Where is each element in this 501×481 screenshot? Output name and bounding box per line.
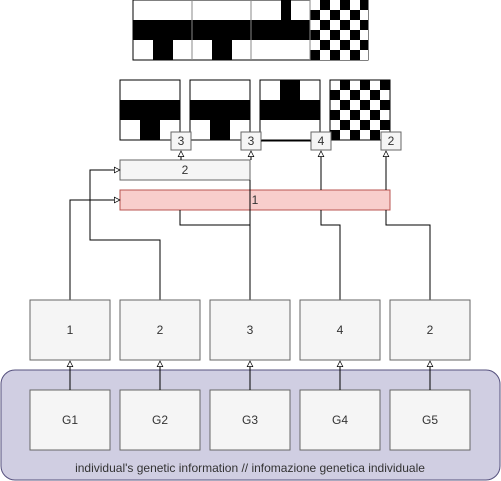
gene-label-3: G3 (242, 413, 258, 427)
connector-expr5-to-bar1 (385, 210, 431, 300)
container-label: individual's genetic information // info… (75, 461, 425, 475)
bar-1: 1 (119, 189, 391, 211)
expression-value-2: 2 (157, 323, 164, 337)
gene-box-1: G1 (29, 389, 111, 451)
tile-tag-1-text: 3 (178, 134, 185, 148)
connector-expr1-to-bar1 (69, 200, 120, 300)
bar-1-label: 1 (252, 193, 259, 207)
gene-label-5: G5 (422, 413, 438, 427)
pattern-tile-1 (119, 79, 181, 141)
expression-box-1: 1 (29, 299, 111, 361)
tile-tag-4: 2 (380, 131, 402, 151)
pattern-tile-2 (189, 79, 251, 141)
gene-box-3: G3 (209, 389, 291, 451)
gene-box-2: G2 (119, 389, 201, 451)
expression-box-5: 2 (389, 299, 471, 361)
connector-expr2-to-bar2 (89, 170, 161, 300)
expression-value-3: 3 (247, 323, 254, 337)
gene-label-2: G2 (152, 413, 168, 427)
bar-2-label: 2 (182, 163, 189, 177)
tile-tag-1: 3 (170, 131, 192, 151)
expression-box-3: 3 (209, 299, 291, 361)
pattern-tile-3 (259, 79, 321, 141)
tile-tag-2-text: 3 (248, 134, 255, 148)
expression-value-1: 1 (67, 323, 74, 337)
pattern-tile-4 (329, 79, 391, 141)
gene-box-4: G4 (299, 389, 381, 451)
tile-tag-2: 3 (240, 131, 262, 151)
gene-box-5: G5 (389, 389, 471, 451)
expression-value-5: 2 (427, 323, 434, 337)
connector-expr4-to-bar1 (320, 210, 341, 300)
expression-box-2: 2 (119, 299, 201, 361)
expression-value-4: 4 (337, 323, 344, 337)
bar-2: 2 (119, 159, 251, 181)
gene-label-4: G4 (332, 413, 348, 427)
tile-tag-4-text: 2 (388, 134, 395, 148)
tile-tag-3: 4 (310, 131, 332, 151)
tile-tag-3-text: 4 (318, 134, 325, 148)
composite-pattern (132, 0, 369, 61)
expression-box-4: 4 (299, 299, 381, 361)
connector-bar1-branch (179, 210, 250, 226)
gene-label-1: G1 (62, 413, 78, 427)
